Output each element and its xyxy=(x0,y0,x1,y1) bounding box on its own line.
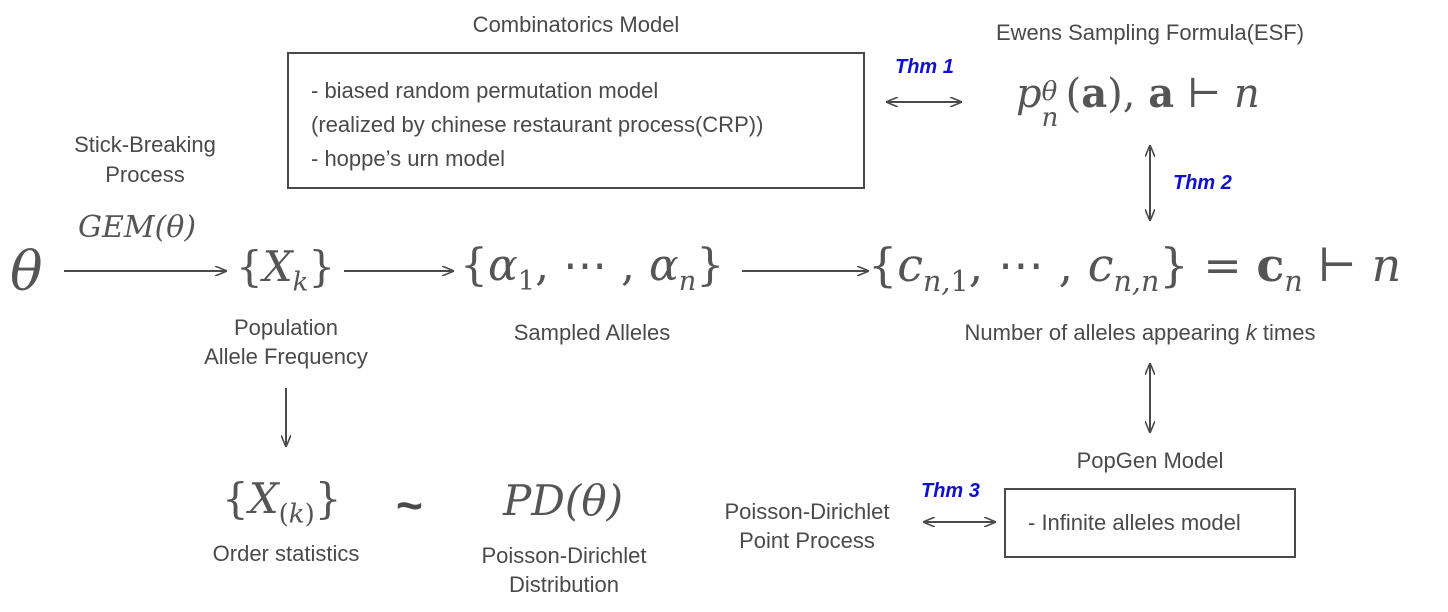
population-label: Population Allele Frequency xyxy=(204,313,368,371)
stick-breaking-line-1: Stick-Breaking xyxy=(74,132,216,157)
pd-point-process-line-2: Point Process xyxy=(739,528,875,553)
number-alleles-suffix: times xyxy=(1256,320,1316,345)
combinatorics-line-3: - hoppe’s urn model xyxy=(311,146,506,171)
number-alleles-prefix: Number of alleles appearing xyxy=(964,320,1246,345)
stick-breaking-label: Stick-Breaking Process xyxy=(74,130,216,190)
alpha-set: {α1, ⋯ , αn} xyxy=(460,240,725,297)
population-line-1: Population xyxy=(234,315,338,340)
population-line-2: Allele Frequency xyxy=(204,344,368,369)
combinatorics-model-title: Combinatorics Model xyxy=(472,12,680,37)
thm3-label: Thm 3 xyxy=(921,480,980,502)
number-alleles-k: k xyxy=(1245,320,1257,345)
combinatorics-line-2: (realized by chinese restaurant process(… xyxy=(311,112,764,137)
pd-distribution-line-2: Distribution xyxy=(508,572,620,597)
theta-symbol: θ xyxy=(10,240,43,303)
tilde-symbol: ~ xyxy=(396,479,423,531)
sampled-alleles-label: Sampled Alleles xyxy=(513,320,671,345)
x-k-set: {Xk} xyxy=(236,242,336,298)
pd-theta: PD(θ) xyxy=(503,476,623,525)
order-stat-set: {X(k)} xyxy=(222,474,342,530)
combinatorics-line-1: - biased random permutation model xyxy=(311,78,659,103)
popgen-model-title: PopGen Model xyxy=(1076,448,1224,473)
order-statistics-label: Order statistics xyxy=(212,541,360,566)
pd-point-process-label: Poisson-Dirichlet Point Process xyxy=(724,497,889,555)
thm2-label: Thm 2 xyxy=(1173,172,1232,194)
stick-breaking-line-2: Process xyxy=(105,162,185,187)
popgen-model-box: - Infinite alleles model xyxy=(1004,488,1296,558)
gem-theta: GEM(θ) xyxy=(78,210,197,245)
number-alleles-label: Number of alleles appearing k times xyxy=(965,320,1316,346)
pd-point-process-line-1: Poisson-Dirichlet xyxy=(724,499,890,524)
combinatorics-model-box: - biased random permutation model (reali… xyxy=(287,52,865,189)
thm1-label: Thm 1 xyxy=(895,56,954,78)
pd-distribution-line-1: Poisson-Dirichlet xyxy=(481,543,647,568)
allele-count-set: {cn,1, ⋯ , cn,n} = cn ⊢ n xyxy=(868,238,1402,299)
esf-title: Ewens Sampling Formula(ESF) xyxy=(995,20,1305,45)
popgen-box-text: - Infinite alleles model xyxy=(1028,510,1241,535)
pd-distribution-label: Poisson-Dirichlet Distribution xyxy=(481,541,646,599)
